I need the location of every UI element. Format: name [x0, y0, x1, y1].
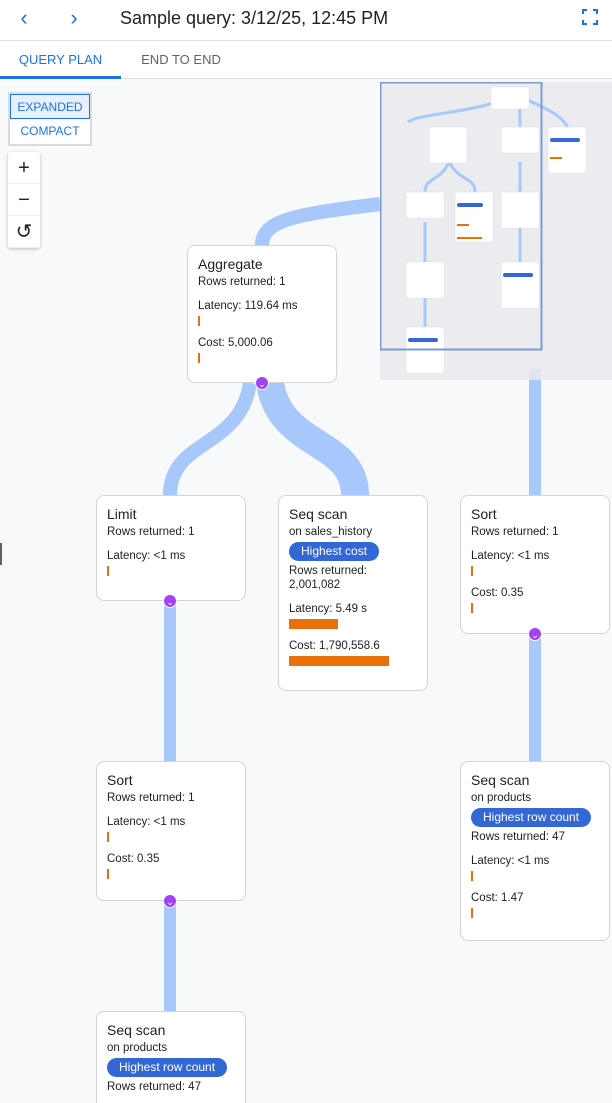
node-sort-right[interactable]: Sort Rows returned: 1 Latency: <1 ms Cos… — [460, 495, 610, 634]
latency: Latency: 119.64 ms — [198, 300, 298, 312]
tab-query-plan[interactable]: QUERY PLAN — [0, 41, 121, 79]
node-title: Seq scan — [289, 506, 348, 522]
expanded-option[interactable]: EXPANDED — [10, 94, 90, 119]
rows-returned: Rows returned: — [289, 565, 367, 577]
tab-bar: QUERY PLAN END TO END — [0, 41, 612, 79]
cost-bar — [289, 656, 389, 666]
compact-option[interactable]: COMPACT — [20, 124, 80, 138]
latency: Latency: <1 ms — [471, 855, 550, 867]
latency-bar — [471, 566, 473, 576]
node-title: Aggregate — [198, 256, 263, 272]
highest-row-count-badge: Highest row count — [107, 1058, 228, 1077]
table-name: on products — [471, 792, 532, 804]
rows-returned: Rows returned: 47 — [107, 1081, 201, 1093]
connector-aggregate-limit — [163, 381, 257, 496]
latency: Latency: 5.49 s — [289, 603, 367, 615]
node-title: Limit — [107, 506, 137, 522]
node-title: Seq scan — [107, 1022, 166, 1038]
rows-returned: Rows returned: 47 — [471, 831, 565, 843]
zoom-out-button[interactable]: − — [8, 184, 40, 216]
node-title: Seq scan — [471, 772, 530, 788]
highest-cost-badge: Highest cost — [289, 542, 380, 561]
node-title: Sort — [471, 506, 497, 522]
node-title: Sort — [107, 772, 133, 788]
cost-bar — [471, 908, 473, 918]
table-name: on sales_history — [289, 526, 373, 538]
zoom-controls: + − ↺ — [8, 152, 40, 248]
header: ‹ › Sample query: 3/12/25, 12:45 PM — [0, 0, 612, 41]
chevron-right-icon: › — [70, 5, 78, 30]
latency: Latency: <1 ms — [107, 816, 186, 828]
node-limit[interactable]: Limit Rows returned: 1 Latency: <1 ms — [96, 495, 246, 601]
latency-bar — [289, 619, 338, 629]
minimap[interactable] — [379, 81, 612, 380]
view-toggle: EXPANDED COMPACT — [8, 92, 92, 146]
node-seq-scan-products-bottom[interactable]: Seq scan on products Highest row count R… — [96, 1011, 246, 1103]
cost-bar — [471, 603, 473, 613]
reset-zoom-button[interactable]: ↺ — [8, 216, 40, 248]
connector-aggregate-parent — [255, 197, 381, 246]
expand-icon[interactable]: ⌄ — [163, 894, 177, 908]
scroll-handle[interactable] — [0, 543, 2, 565]
back-button[interactable]: ‹ — [10, 6, 38, 30]
zoom-in-button[interactable]: + — [8, 152, 40, 184]
tab-end-to-end[interactable]: END TO END — [141, 52, 221, 67]
expand-icon[interactable]: ⌄ — [528, 627, 542, 641]
cost: Cost: 5,000.06 — [198, 337, 273, 349]
page-title: Sample query: 3/12/25, 12:45 PM — [120, 8, 389, 28]
rows-returned: Rows returned: 1 — [471, 526, 559, 538]
node-seq-scan-sales-history[interactable]: Seq scan on sales_history Highest cost R… — [278, 495, 428, 691]
latency: Latency: <1 ms — [107, 550, 186, 562]
expand-icon[interactable]: ⌄ — [255, 376, 269, 390]
table-name: on products — [107, 1042, 168, 1054]
latency-bar — [107, 832, 109, 842]
rows-returned: Rows returned: 1 — [198, 276, 286, 288]
highest-row-count-badge: Highest row count — [471, 808, 592, 827]
rows-returned: Rows returned: 1 — [107, 526, 195, 538]
cost: Cost: 1,790,558.6 — [289, 640, 380, 652]
forward-button[interactable]: › — [60, 6, 88, 30]
minimap-graph — [379, 81, 587, 374]
cost: Cost: 0.35 — [471, 587, 524, 599]
rows-returned-value: 2,001,082 — [289, 579, 341, 591]
connectors — [163, 197, 541, 1011]
latency: Latency: <1 ms — [471, 550, 550, 562]
minimap-viewport[interactable] — [379, 81, 543, 351]
latency-bar — [107, 566, 109, 576]
rows-returned: Rows returned: 1 — [107, 792, 195, 804]
cost: Cost: 0.35 — [107, 853, 160, 865]
fullscreen-icon[interactable] — [582, 9, 598, 25]
latency-bar — [198, 316, 200, 326]
cost: Cost: 1.47 — [471, 892, 524, 904]
cost-bar — [198, 353, 200, 363]
node-sort-left[interactable]: Sort Rows returned: 1 Latency: <1 ms Cos… — [96, 761, 246, 901]
node-seq-scan-products-right[interactable]: Seq scan on products Highest row count R… — [460, 761, 610, 941]
connector-aggregate-seqscan — [256, 380, 369, 497]
plan-canvas[interactable]: EXPANDED COMPACT + − ↺ Aggregate Rows re… — [0, 79, 612, 1103]
chevron-left-icon: ‹ — [20, 5, 28, 30]
cost-bar — [107, 869, 109, 879]
expand-icon[interactable]: ⌄ — [163, 594, 177, 608]
latency-bar — [471, 871, 473, 881]
node-aggregate[interactable]: Aggregate Rows returned: 1 Latency: 119.… — [187, 245, 337, 383]
